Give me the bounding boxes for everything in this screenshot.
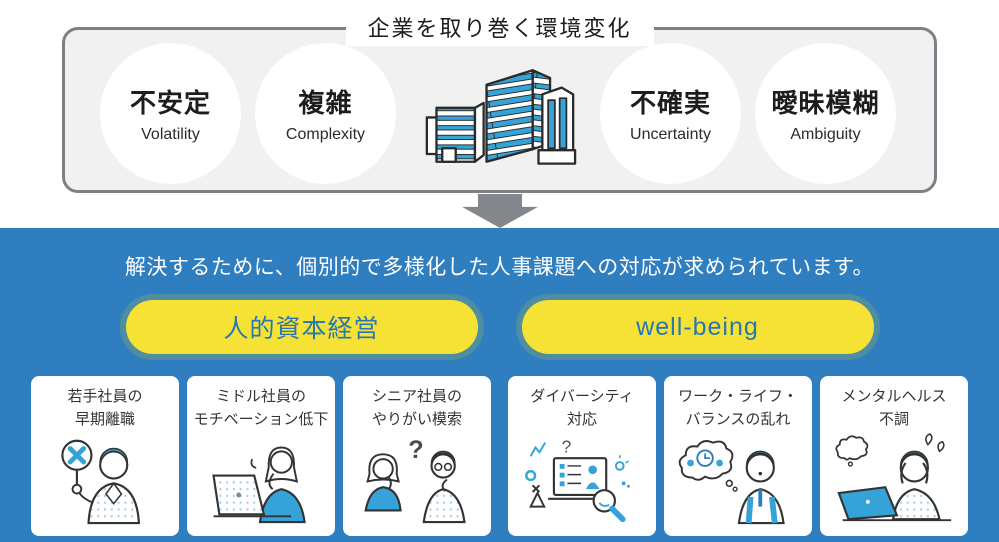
keyword-pills: 人的資本経営 well-being bbox=[0, 300, 999, 354]
pill-human-capital-management: 人的資本経営 bbox=[125, 300, 478, 354]
screen-with-person-and-magnifier-icon: ? bbox=[525, 436, 630, 523]
vuca-en-label: Complexity bbox=[285, 126, 366, 143]
down-arrow-icon bbox=[462, 194, 538, 228]
card-title-line: 早期離職 bbox=[74, 410, 135, 428]
vuca-circle-complexity: 複雑 Complexity bbox=[255, 43, 396, 184]
svg-text:?: ? bbox=[562, 436, 572, 456]
card-title-line: ミドル社員の bbox=[215, 388, 306, 405]
card-title-line: シニア社員の bbox=[371, 388, 462, 405]
stressed-person-at-laptop-icon bbox=[835, 433, 952, 522]
card-title-line: メンタルヘルス bbox=[841, 388, 947, 405]
woman-thinking-at-laptop-icon bbox=[212, 446, 306, 524]
environment-title: 企業を取り巻く環境変化 bbox=[345, 8, 654, 46]
card-title-line: 対応 bbox=[566, 410, 597, 428]
office-buildings-icon bbox=[423, 55, 577, 182]
vuca-circle-ambiguity: 曖昧模糊 Ambiguity bbox=[755, 43, 896, 184]
card-title: 若手社員の 早期離職 bbox=[31, 386, 179, 431]
card-title-line: 若手社員の bbox=[67, 388, 143, 405]
card-title-line: やりがい模索 bbox=[371, 410, 462, 428]
card-work-life-balance: ワーク・ライフ・ バランスの乱れ bbox=[664, 376, 812, 536]
card-title: シニア社員の やりがい模索 bbox=[343, 386, 491, 431]
vuca-circle-volatility: 不安定 Volatility bbox=[100, 43, 241, 184]
card-title: ダイバーシティ 対応 bbox=[508, 386, 656, 431]
hr-issue-cards: 若手社員の 早期離職 ミドル社員の bbox=[0, 376, 999, 536]
vuca-jp-label: 不安定 bbox=[129, 88, 211, 118]
man-with-thought-bubble-icon bbox=[678, 439, 785, 525]
card-early-turnover: 若手社員の 早期離職 bbox=[31, 376, 179, 536]
environment-section: 企業を取り巻く環境変化 不安定 Volatility 複雑 Complexity bbox=[0, 0, 999, 228]
vuca-en-label: Ambiguity bbox=[790, 126, 861, 143]
card-title-line: 不調 bbox=[878, 410, 909, 428]
card-motivation-decline: ミドル社員の モチベーション低下 bbox=[187, 376, 335, 536]
vuca-jp-label: 曖昧模糊 bbox=[771, 88, 880, 118]
man-holding-x-sign-icon bbox=[61, 439, 141, 525]
card-diversity: ダイバーシティ 対応 ? bbox=[508, 376, 656, 536]
vuca-jp-label: 不確実 bbox=[629, 88, 711, 118]
pill-well-being: well-being bbox=[521, 300, 874, 354]
card-senior-purpose: シニア社員の やりがい模索 ? bbox=[343, 376, 491, 536]
vuca-circle-uncertainty: 不確実 Uncertainty bbox=[600, 43, 741, 184]
card-title-line: バランスの乱れ bbox=[685, 410, 791, 428]
card-title: メンタルヘルス 不調 bbox=[820, 386, 968, 431]
vuca-en-label: Volatility bbox=[141, 126, 200, 143]
two-people-wondering-icon: ? bbox=[364, 436, 466, 524]
vuca-jp-label: 複雑 bbox=[298, 88, 353, 118]
vuca-en-label: Uncertainty bbox=[630, 126, 711, 143]
card-title-line: ダイバーシティ bbox=[530, 388, 634, 405]
card-title-line: モチベーション低下 bbox=[193, 410, 329, 428]
card-title: ワーク・ライフ・ バランスの乱れ bbox=[664, 386, 812, 431]
card-title: ミドル社員の モチベーション低下 bbox=[187, 386, 335, 431]
card-mental-health: メンタルヘルス 不調 bbox=[820, 376, 968, 536]
solution-section: 解決するために、個別的で多様化した人事課題への対応が求められています。 人的資本… bbox=[0, 228, 999, 542]
solution-lead-text: 解決するために、個別的で多様化した人事課題への対応が求められています。 bbox=[124, 256, 875, 279]
svg-text:?: ? bbox=[408, 436, 423, 464]
card-title-line: ワーク・ライフ・ bbox=[678, 388, 798, 405]
